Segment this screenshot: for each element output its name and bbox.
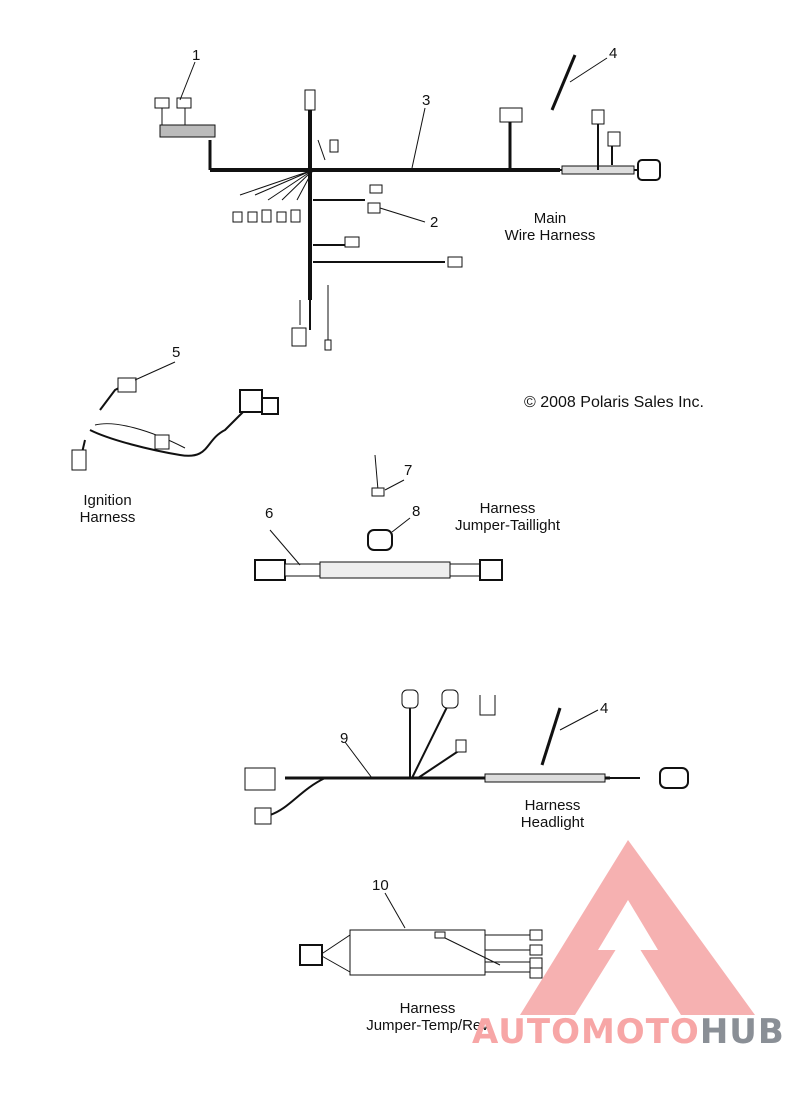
- watermark-text-part1: AUTOMOTO: [472, 1012, 700, 1052]
- taillight-harness-title-line1: Harness: [479, 500, 536, 517]
- taillight-harness-title: Harness Jumper-Taillight: [435, 500, 580, 534]
- watermark-text-part2: HUB: [699, 1012, 785, 1052]
- headlight-harness-title-line1: Harness: [524, 797, 581, 814]
- watermark-text: AUTOMOTOHUB: [472, 1012, 785, 1052]
- taillight-jumper-harness: [254, 454, 503, 581]
- callout-1: 1: [192, 47, 201, 64]
- ignition-harness: [71, 361, 279, 471]
- callout-4: 4: [609, 45, 618, 62]
- taillight-harness-title-line2: Jumper-Taillight: [454, 517, 561, 534]
- main-wire-harness: [154, 54, 661, 351]
- ignition-harness-title-line2: Harness: [79, 509, 136, 526]
- ignition-harness-title-line1: Ignition: [83, 492, 132, 509]
- headlight-harness-title: Harness Headlight: [500, 797, 605, 831]
- callout-8: 8: [412, 503, 421, 520]
- callout-7: 7: [404, 462, 413, 479]
- main-leader-lines: [179, 57, 608, 223]
- copyright-text: © 2008 Polaris Sales Inc.: [524, 394, 704, 411]
- temp-rev-jumper-harness: [299, 892, 543, 979]
- callout-10: 10: [372, 877, 389, 894]
- temp-rev-harness-title-line1: Harness: [399, 1000, 456, 1017]
- callout-6: 6: [265, 505, 274, 522]
- callout-5: 5: [172, 344, 181, 361]
- temp-rev-harness-title: Harness Jumper-Temp/Rev: [355, 1000, 500, 1034]
- callout-2: 2: [430, 214, 439, 231]
- main-harness-title: Main Wire Harness: [495, 210, 605, 244]
- callout-3: 3: [422, 92, 431, 109]
- callout-9: 9: [340, 730, 349, 747]
- headlight-harness: [244, 689, 689, 825]
- ignition-harness-title: Ignition Harness: [60, 492, 155, 526]
- callout-4-headlight: 4: [600, 700, 609, 717]
- watermark-logo-icon: [520, 840, 755, 1015]
- main-harness-title-line2: Wire Harness: [504, 227, 596, 244]
- main-harness-title-line1: Main: [533, 210, 567, 227]
- temp-rev-harness-title-line2: Jumper-Temp/Rev: [366, 1017, 489, 1034]
- headlight-harness-title-line2: Headlight: [520, 814, 585, 831]
